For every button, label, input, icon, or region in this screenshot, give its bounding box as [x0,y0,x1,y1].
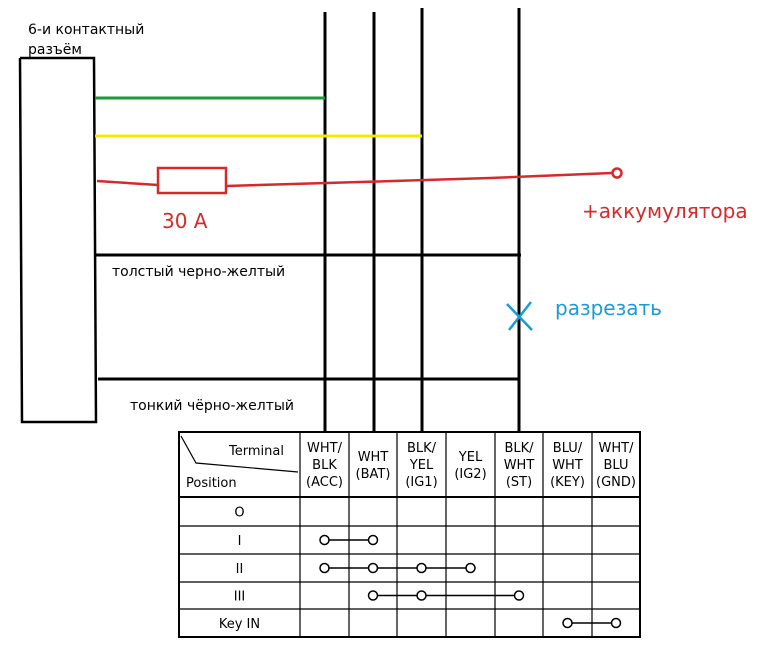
connection-dot [367,534,379,546]
column-header-text: WHT [358,450,389,465]
column-header-text: BLK/ [504,441,534,456]
column-header-text: BLK/ [407,441,437,456]
thick-wire-label: толстый черно-желтый [112,264,285,280]
thin-wire-label: тонкий чёрно-желтый [130,398,294,414]
header-diagonal [180,435,299,473]
column-header-text: WHT [504,458,535,473]
connection-dot [367,562,379,574]
fuse-symbol [156,166,228,195]
column-header-text: WHT/ [307,441,343,456]
position-label: Key IN [219,617,260,632]
connector-title-line2: разъём [28,42,82,58]
table-border [178,431,641,638]
cut-mark-icon [506,301,533,331]
connection-dot [319,562,330,574]
connection-dot [513,590,525,601]
column-header-text: (IG2) [454,467,486,482]
column-header-text: BLU [603,458,628,473]
column-header-text: BLU/ [553,441,583,456]
column-header-text: (GND) [596,475,636,490]
column-header-text: (ACC) [306,475,343,490]
connection-dot [465,562,476,574]
connection-dot [416,562,427,574]
connection-dot [416,590,427,601]
column-header-text: (ST) [506,475,532,490]
column-header-text: (BAT) [356,467,391,482]
column-header-text: YEL [458,450,483,465]
red-wire [96,166,623,195]
position-label: II [236,562,244,577]
header-terminal: Terminal [228,444,284,459]
column-header-text: YEL [409,458,434,473]
connection-dot [367,590,379,601]
position-label: I [238,534,242,549]
column-header-text: (KEY) [550,475,585,490]
position-label: O [234,506,244,521]
header-position: Position [186,476,237,491]
connector-title-line1: 6-и контактный [28,22,144,38]
connection-dot [319,534,330,546]
column-header-text: BLK [312,458,337,473]
fuse-label: 30 А [162,209,208,233]
column-header-text: (IG1) [405,475,437,490]
column-header-text: WHT/ [599,441,635,456]
column-header-text: WHT [552,458,583,473]
connection-dot [610,617,622,629]
battery-terminal-icon [611,167,623,179]
connector-block [18,56,98,424]
position-label: III [234,590,246,605]
cut-label: разрезать [555,296,662,320]
battery-label: +аккумулятора [582,199,748,223]
connection-dot [562,617,573,629]
terminal-bus-lines [323,8,521,432]
